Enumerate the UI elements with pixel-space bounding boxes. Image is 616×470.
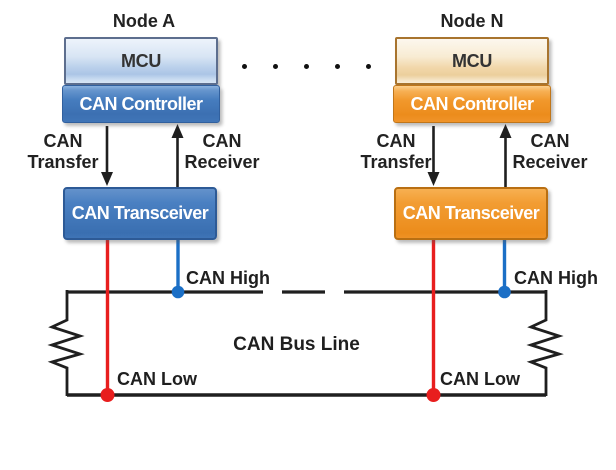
node-n-can-transceiver-box: CAN Transceiver xyxy=(394,187,548,240)
node-a-can-controller-box: CAN Controller xyxy=(62,85,220,123)
node-n-mcu-text: MCU xyxy=(451,50,493,71)
node-a-can-controller-text: CAN Controller xyxy=(79,93,204,114)
left-terminator-resistor xyxy=(47,290,85,396)
ellipsis-dot xyxy=(366,64,371,69)
node-n-can-transceiver-text: CAN Transceiver xyxy=(402,203,540,223)
node-a-can-transceiver-text: CAN Transceiver xyxy=(71,203,209,223)
can-high-label-left: CAN High xyxy=(186,268,270,288)
can-low-label-left: CAN Low xyxy=(117,369,197,389)
node-n-can-transfer-label: CAN Transfer xyxy=(360,131,432,172)
node-n-can-receiver-label: CAN Receiver xyxy=(512,131,588,172)
node-a-can-transfer-label: CAN Transfer xyxy=(27,131,99,172)
node-a-can-receiver-label: CAN Receiver xyxy=(184,131,260,172)
node-n-can-controller-text: CAN Controller xyxy=(410,93,535,114)
node-a-mcu-text: MCU xyxy=(120,50,162,71)
right-terminator-resistor xyxy=(526,290,564,396)
node-a-mcu-box: MCU xyxy=(64,37,218,85)
can-low-junction-left xyxy=(100,388,115,402)
node-n-can-transfer-arrow xyxy=(427,126,440,186)
continuation-dots xyxy=(242,64,371,69)
can-low-label-right: CAN Low xyxy=(440,369,520,389)
node-n-label: Node N xyxy=(440,11,504,31)
node-n-mcu-box: MCU xyxy=(395,37,549,85)
node-a-can-receiver-arrow xyxy=(171,124,184,187)
node-n-can-controller-box: CAN Controller xyxy=(393,85,551,123)
ellipsis-dot xyxy=(242,64,247,69)
can-high-label-right: CAN High xyxy=(514,268,598,288)
can-high-junction-right xyxy=(498,285,511,299)
can-bus-line-label: CAN Bus Line xyxy=(233,334,360,355)
can-high-junction-left xyxy=(171,285,185,299)
node-a-can-transfer-arrow xyxy=(101,126,113,186)
node-a-label: Node A xyxy=(112,11,176,31)
can-low-junction-right xyxy=(426,388,441,402)
ellipsis-dot xyxy=(273,64,278,69)
node-a-can-transceiver-box: CAN Transceiver xyxy=(63,187,217,240)
ellipsis-dot xyxy=(335,64,340,69)
ellipsis-dot xyxy=(304,64,309,69)
node-n-can-receiver-arrow xyxy=(499,124,512,187)
